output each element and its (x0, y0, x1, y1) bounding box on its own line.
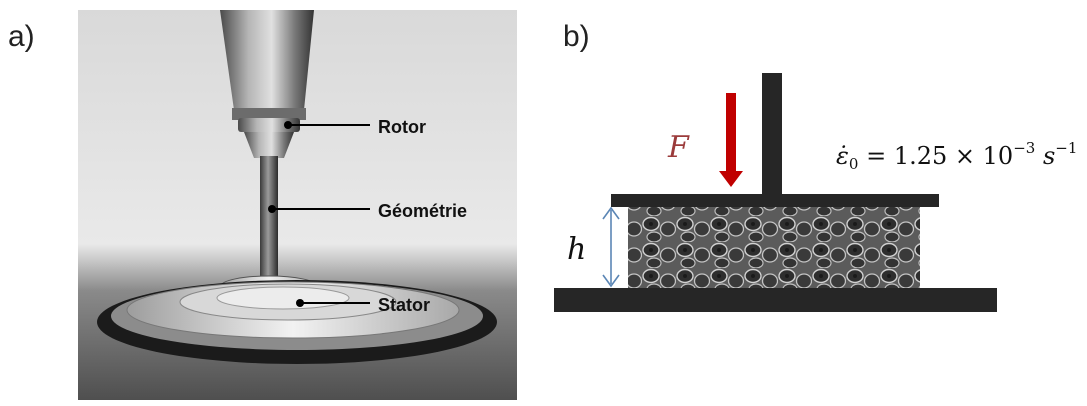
strain-rate-label: ε̇0 = 1.25 × 10−3 s−1 (836, 141, 1077, 172)
load-rod (762, 73, 782, 197)
geometry-shaft (260, 156, 278, 280)
height-arrow-top (602, 206, 620, 220)
strain-rate-times: × (954, 142, 976, 170)
lower-plate (554, 288, 997, 312)
geometry-label: Géométrie (378, 201, 468, 221)
force-label: F (668, 130, 689, 165)
height-label: h (567, 232, 587, 267)
strain-rate-symbol: ε̇ (836, 142, 849, 170)
stator-callout-dot (296, 299, 304, 307)
force-arrow-shaft (726, 93, 736, 173)
strain-rate-equals: = (866, 142, 887, 170)
rotor-label: Rotor (378, 117, 426, 137)
strain-rate-unit-exponent: −1 (1055, 139, 1078, 157)
compression-schematic: F h ε̇0 = 1.25 × 10−3 s−1 (540, 60, 1087, 330)
rheometer-head (220, 10, 314, 110)
compression-diagram (554, 73, 997, 312)
upper-plate (611, 194, 939, 207)
height-arrow-bottom (602, 274, 620, 288)
strain-rate-unit: s (1042, 142, 1056, 170)
strain-rate-subscript: 0 (848, 155, 859, 173)
geometry-callout-dot (268, 205, 276, 213)
panel-b-label: b) (563, 20, 590, 53)
foam-sample (628, 207, 920, 288)
rheometer-photo: Rotor Géométrie Stator (78, 10, 517, 400)
strain-rate-exponent: −3 (1013, 139, 1036, 157)
panel-a-label: a) (8, 20, 35, 53)
strain-rate-mantissa: 1.25 (893, 142, 948, 170)
rheometer-illustration (78, 10, 517, 400)
stator-label: Stator (378, 295, 431, 315)
rotor-collar (238, 118, 300, 132)
force-arrow-head (719, 171, 743, 187)
strain-rate-base: 10 (982, 142, 1014, 170)
rotor-callout-dot (284, 121, 292, 129)
